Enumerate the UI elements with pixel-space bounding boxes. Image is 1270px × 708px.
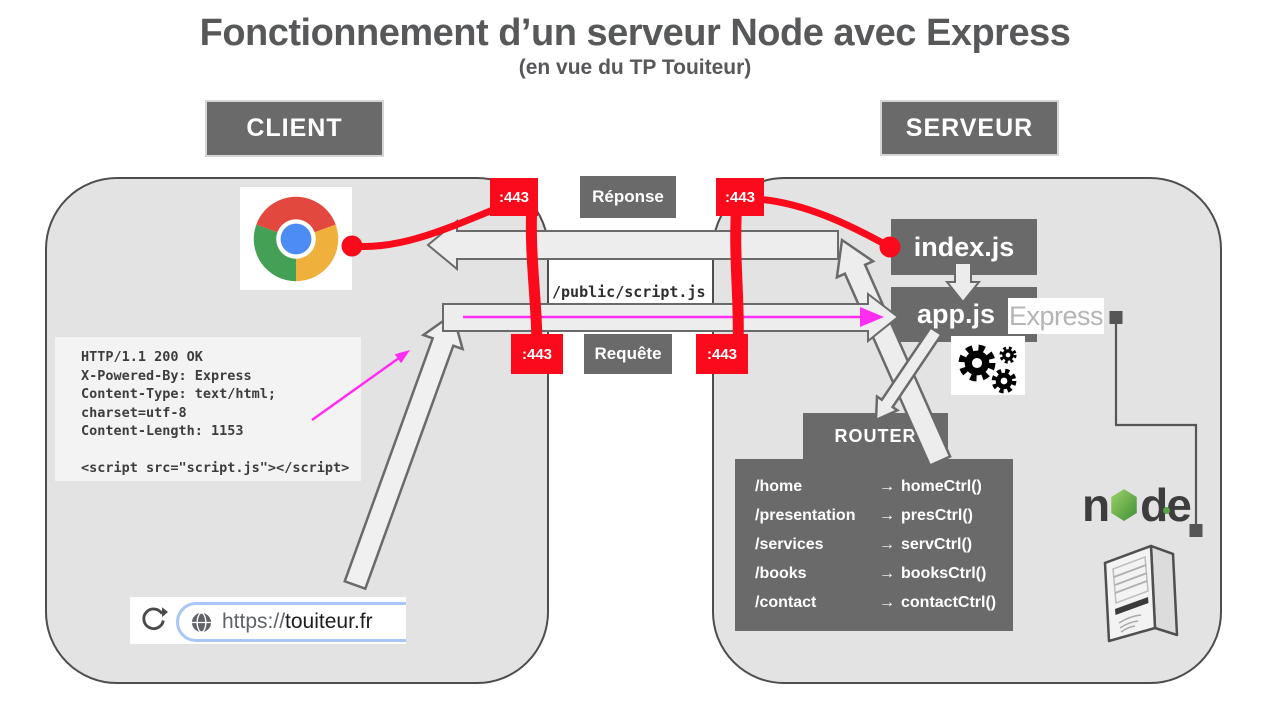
page-subtitle: (en vue du TP Touiteur) [518,56,752,79]
http-response-block: HTTP/1.1 200 OK X-Powered-By: Express Co… [55,337,361,481]
route-controller: servCtrl() [901,535,973,553]
gears-icon [951,336,1025,395]
browser-url-bar: https://touiteur.fr [130,597,406,644]
route-path: /home [755,477,803,495]
route-row: /presentation → presCtrl() [735,501,1013,530]
node-letter-n: n [1082,479,1110,531]
response-label: Réponse [580,176,676,218]
port-badge-response-client: :443 [490,178,538,216]
port-badge-request-client: :443 [511,334,563,374]
port-badge-response-server: :443 [716,178,764,216]
route-arrow: → [879,564,895,582]
server-tower-icon [1093,531,1185,650]
index-js-box: index.js [891,219,1037,275]
node-hexagon-icon [1111,489,1137,521]
route-controller: booksCtrl() [901,564,987,582]
chrome-browser-icon [240,187,352,290]
port-badge-request-server: :443 [696,334,748,374]
route-row: /books → booksCtrl() [735,559,1013,588]
script-path-label: /public/script.js [552,283,706,301]
node-letter-e: e [1166,479,1192,531]
route-row: /contact → contactCtrl() [735,588,1013,617]
url-domain: touiteur.fr [285,610,373,633]
request-label: Requête [584,334,672,374]
node-e-dot [1163,507,1170,514]
http-response-text: HTTP/1.1 200 OK X-Powered-By: Express Co… [81,349,350,476]
route-path: /contact [755,593,817,611]
page-title: Fonctionnement d’un serveur Node avec Ex… [199,12,1071,54]
node-letter-d: d [1140,479,1168,531]
route-arrow: → [879,477,895,495]
route-path: /presentation [755,506,856,524]
chrome-logo-icon [253,196,339,281]
url-text: https://touiteur.fr [222,610,373,634]
route-arrow: → [879,593,895,611]
route-controller: homeCtrl() [901,477,982,495]
serveur-header: SERVEUR [880,100,1059,156]
route-arrow: → [879,535,895,553]
reload-icon [142,607,168,631]
router-title: ROUTER [803,413,948,460]
globe-icon [191,611,212,633]
express-logo: Express [1008,298,1104,334]
route-path: /services [755,535,824,553]
router-table: /home → homeCtrl() /presentation → presCtrl(… [735,459,1013,631]
route-row: /services → servCtrl() [735,530,1013,559]
route-controller: presCtrl() [901,506,974,524]
route-controller: contactCtrl() [901,593,997,611]
url-protocol: https:// [222,610,286,633]
url-pill: https://touiteur.fr [176,602,406,642]
client-header: CLIENT [205,100,384,157]
route-path: /books [755,564,807,582]
route-row: /home → homeCtrl() [735,472,1013,501]
route-arrow: → [879,506,895,524]
